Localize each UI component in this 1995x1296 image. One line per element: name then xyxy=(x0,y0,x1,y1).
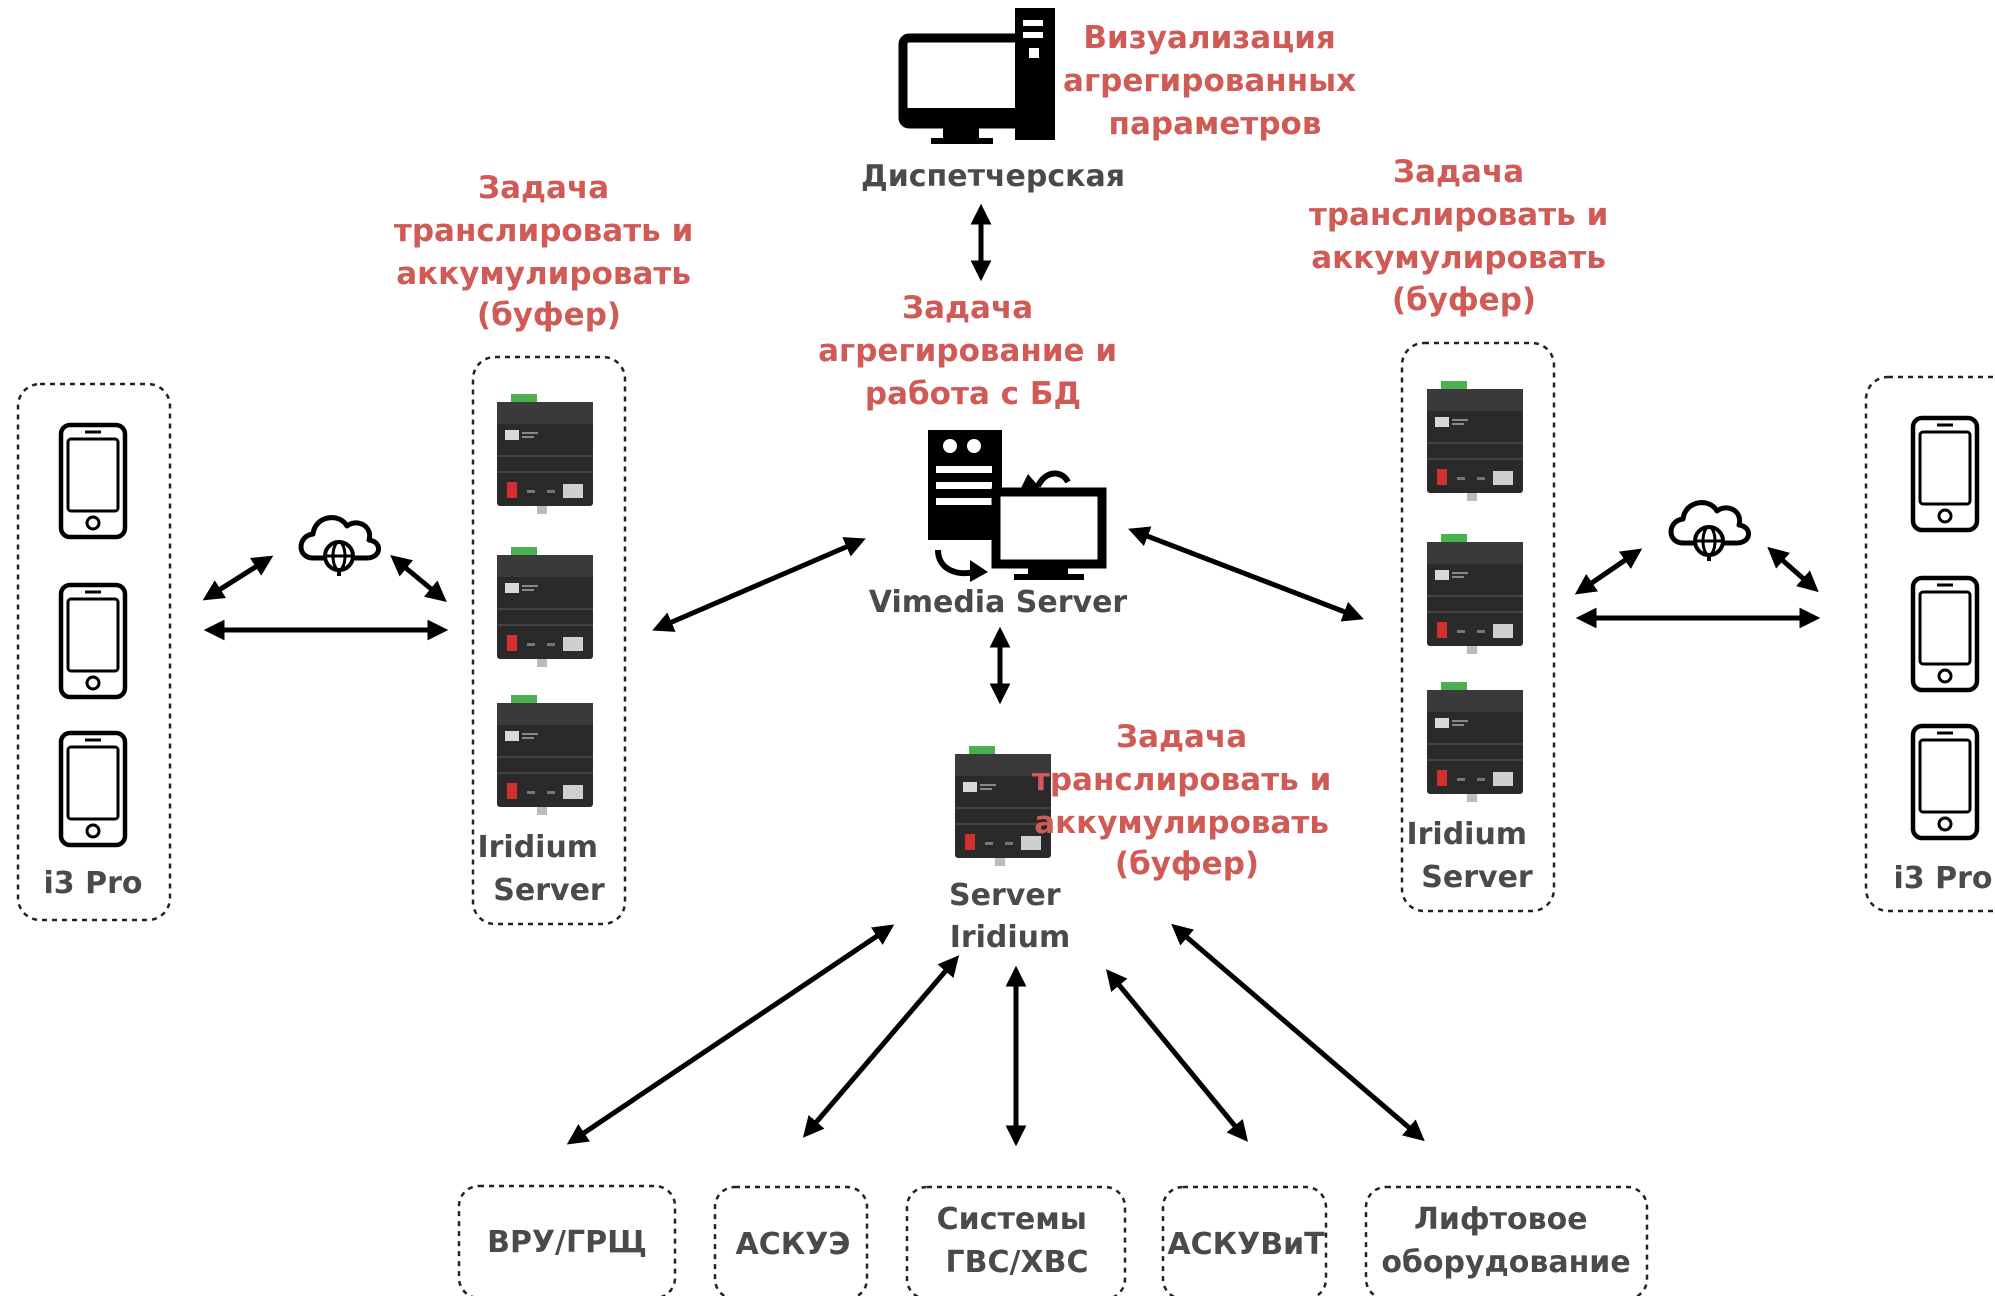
cloud-globe-icon xyxy=(1671,503,1749,561)
arrow-vimedia-right-server xyxy=(1128,526,1364,622)
iridium-module xyxy=(496,694,594,816)
vimedia-label: Vimedia Server xyxy=(869,585,1128,620)
arrow-center-askue xyxy=(802,955,960,1138)
arrow-left-cloud-server xyxy=(390,554,447,603)
center-server-label: Server Iridium xyxy=(949,878,1071,955)
phone-icon xyxy=(61,425,125,537)
right-client-label: i3 Pro xyxy=(1894,861,1993,896)
svg-text:Лифтовое оборудование: Лифтовое оборудование xyxy=(1381,1202,1630,1280)
left-client-box xyxy=(16,382,172,922)
right-server-label: Iridium Server xyxy=(1406,817,1537,895)
arrow-right-cloud-client xyxy=(1767,546,1819,593)
cloud-globe-icon xyxy=(301,518,379,576)
arrow-center-vru xyxy=(566,924,895,1145)
left-server-box xyxy=(471,355,627,926)
phone-icon xyxy=(1913,578,1977,690)
dispatch-label: Диспетчерская xyxy=(861,159,1125,194)
right-client-box xyxy=(1864,375,1995,913)
arrow-center-lift xyxy=(1171,923,1425,1142)
iridium-module xyxy=(496,393,594,515)
arrow-center-askuvit xyxy=(1105,969,1249,1142)
phone-icon xyxy=(61,585,125,697)
center-server-task-text: Задача транслировать и аккумулировать (б… xyxy=(1032,719,1342,882)
subsystem-gvs-hvs: Системы ГВС/ХВС xyxy=(905,1185,1127,1296)
iridium-module xyxy=(1426,681,1524,803)
left-client-label: i3 Pro xyxy=(44,866,143,901)
right-server-box xyxy=(1400,341,1556,913)
svg-text:Системы ГВС/ХВС: Системы ГВС/ХВС xyxy=(937,1202,1098,1280)
vimedia-task-text: Задача агрегирование и работа с БД xyxy=(818,290,1128,412)
phone-icon xyxy=(61,733,125,845)
workstation-icon xyxy=(898,8,1055,144)
subsystem-askuvit: АСКУВиТ xyxy=(1161,1185,1328,1296)
arrow-right-server-cloud xyxy=(1574,548,1643,595)
arrow-left-client-cloud xyxy=(202,555,274,601)
iridium-module xyxy=(1426,533,1524,655)
vimedia-server-icon xyxy=(928,430,1107,582)
phone-icon xyxy=(1913,418,1977,530)
right-server-task-text: Задача транслировать и аккумулировать (б… xyxy=(1309,154,1619,318)
subsystem-lift: Лифтовое оборудование xyxy=(1364,1185,1649,1296)
visualization-text: Визуализация агрегированных параметров xyxy=(1063,20,1367,142)
subsystem-askue: АСКУЭ xyxy=(713,1185,869,1296)
left-server-label: Iridium Server xyxy=(477,830,608,908)
phone-icon xyxy=(1913,726,1977,838)
svg-text:АСКУВиТ: АСКУВиТ xyxy=(1167,1227,1325,1262)
iridium-module xyxy=(1426,380,1524,502)
iridium-module xyxy=(496,546,594,668)
svg-text:АСКУЭ: АСКУЭ xyxy=(736,1227,851,1262)
svg-text:ВРУ/ГРЩ: ВРУ/ГРЩ xyxy=(487,1225,647,1260)
arrow-left-server-vimedia xyxy=(652,537,866,632)
left-server-task-text: Задача транслировать и аккумулировать (б… xyxy=(394,170,704,333)
subsystem-vru: ВРУ/ГРЩ xyxy=(457,1184,677,1296)
